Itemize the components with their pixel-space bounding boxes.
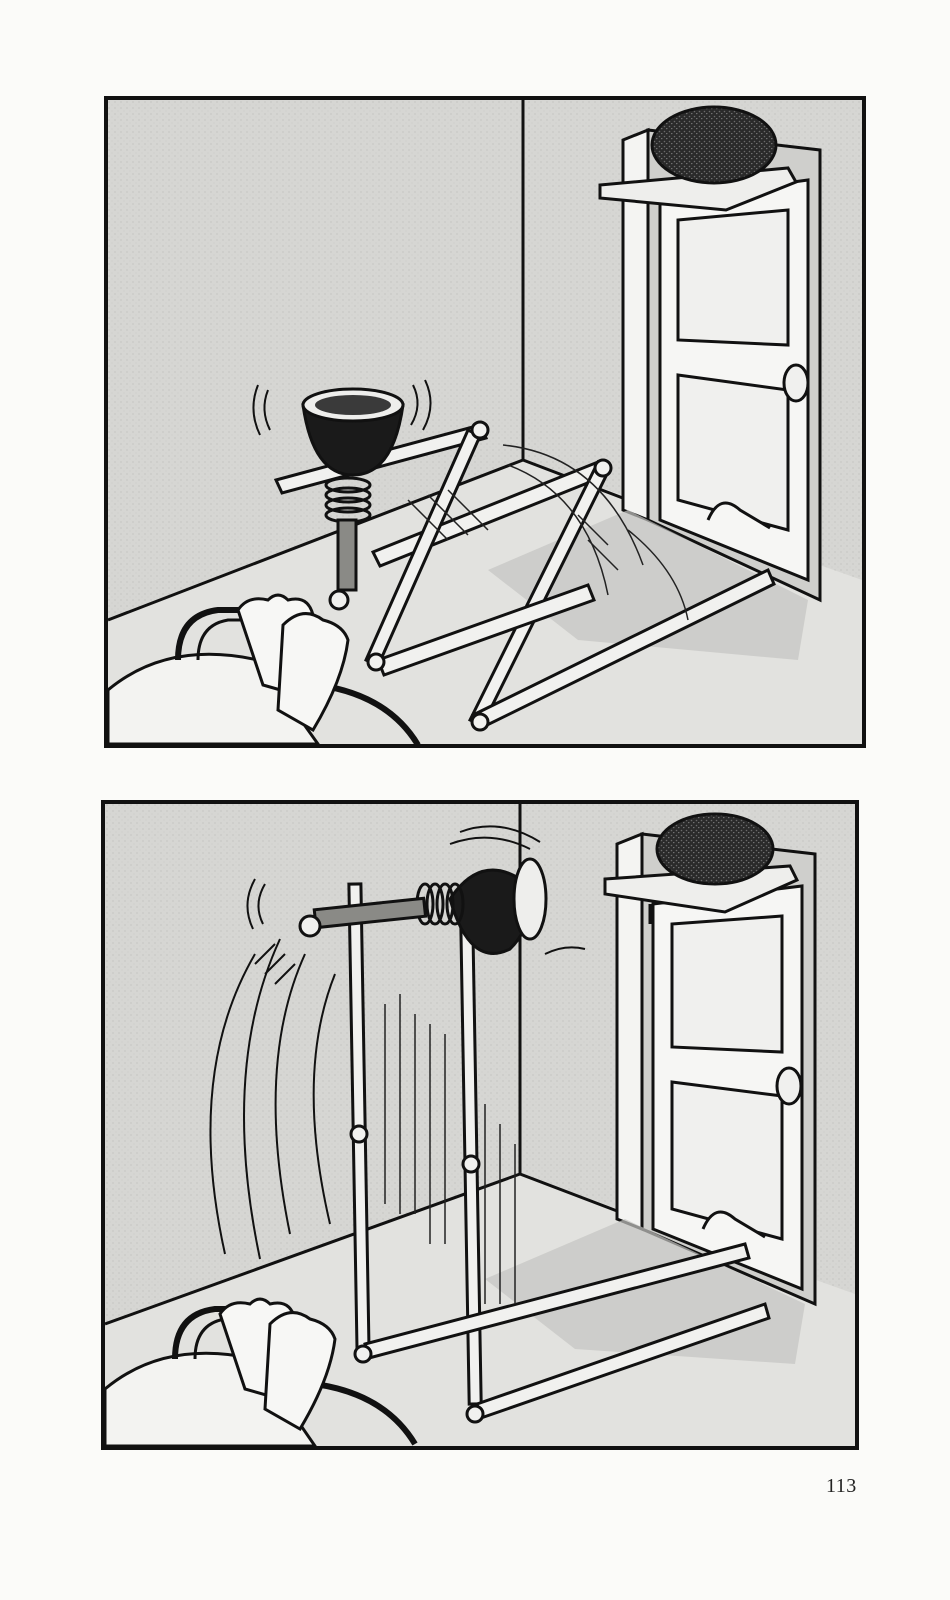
shelf-with-rock <box>598 105 799 225</box>
rock <box>650 105 778 185</box>
bed-with-feet <box>105 1297 418 1446</box>
door <box>615 831 817 1307</box>
door <box>621 127 822 603</box>
extended-contraption <box>347 882 771 1424</box>
page-number: 113 <box>826 1475 857 1497</box>
door-knob <box>782 363 810 403</box>
panel-2-illustration <box>105 804 855 1446</box>
scissor-contraption <box>273 420 776 732</box>
motion-lines <box>384 994 516 1304</box>
comic-panel-1 <box>104 96 866 748</box>
door-knob <box>775 1066 803 1106</box>
bed-with-feet <box>108 593 421 744</box>
flung-bell <box>246 825 586 955</box>
shelf-with-rock <box>603 812 800 924</box>
swing-arcs <box>209 938 336 1260</box>
motion-lines <box>407 444 689 621</box>
panel-1-illustration <box>108 100 862 744</box>
bell-on-spring <box>252 379 432 611</box>
comic-panel-2 <box>101 800 859 1450</box>
rock <box>655 812 775 886</box>
